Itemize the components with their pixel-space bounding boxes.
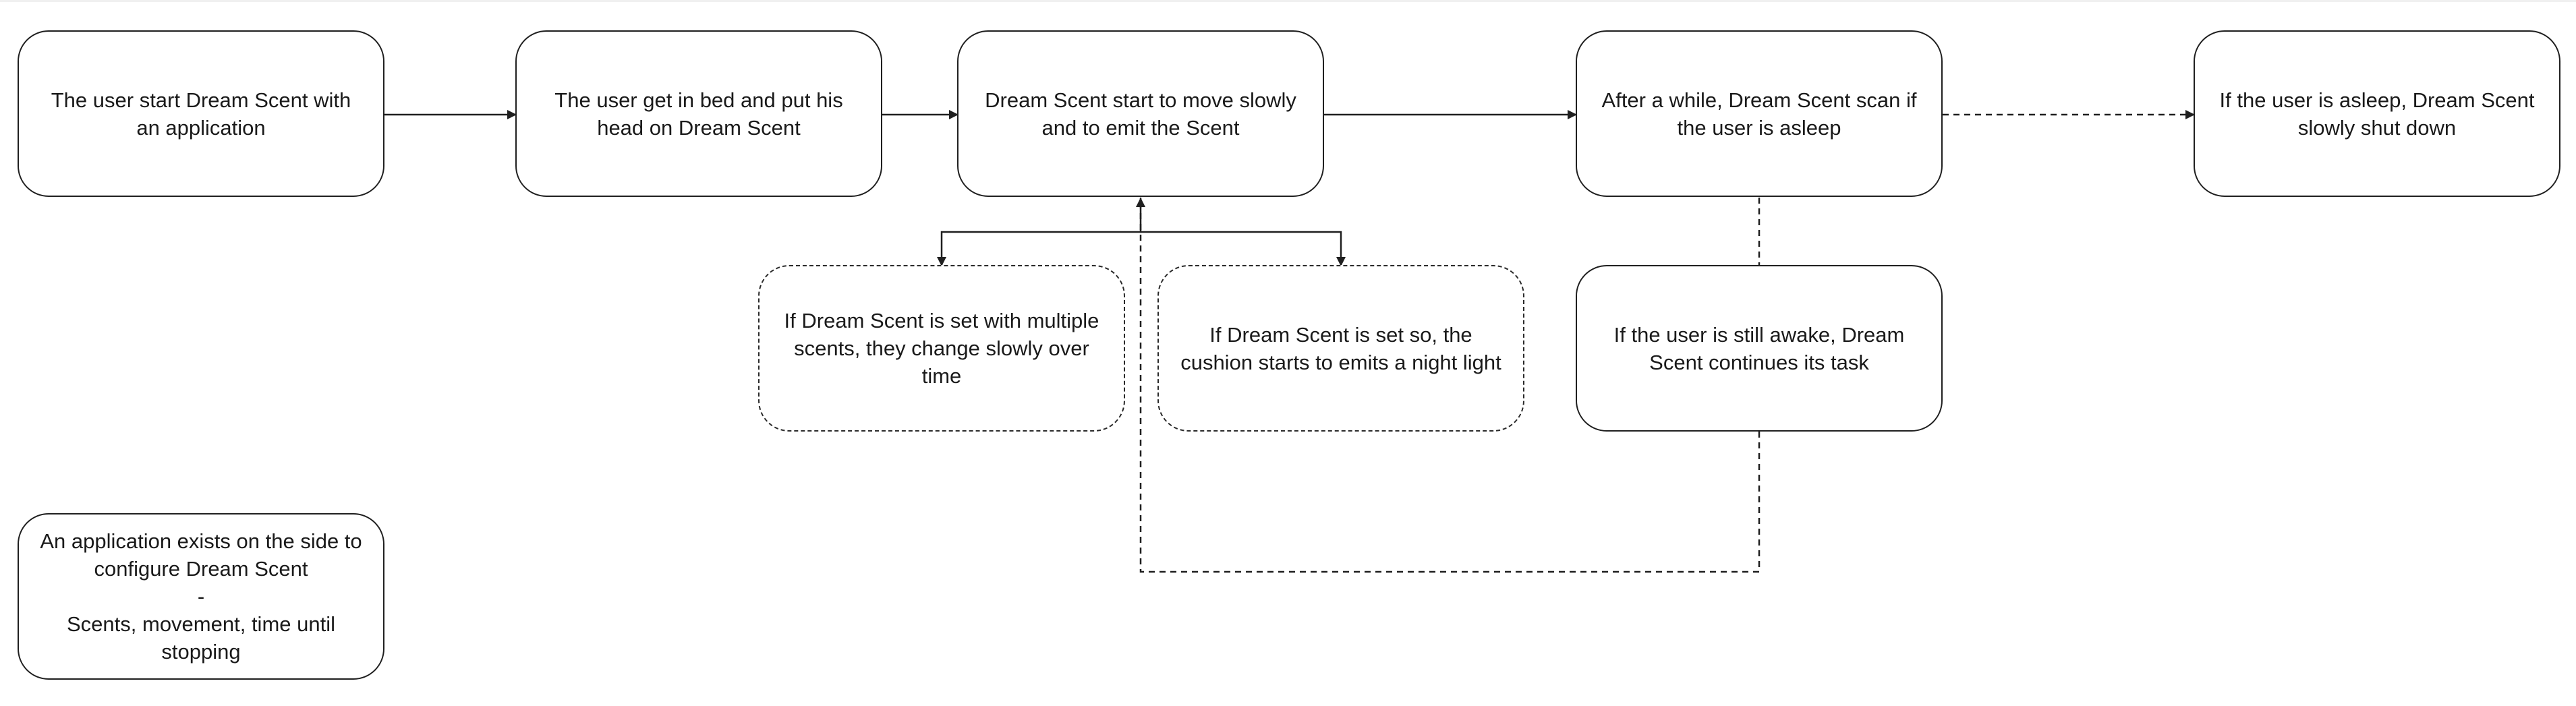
node-app-config: An application exists on the side to con…: [18, 513, 384, 680]
node-app-config-text: An application exists on the side to con…: [40, 529, 362, 664]
node-get-in-bed: The user get in bed and put his head on …: [515, 30, 882, 197]
branch-to-multi-scents: [937, 198, 1142, 266]
branch-to-night-light: [1141, 231, 1346, 266]
node-shut-down-text: If the user is asleep, Dream Scent slowl…: [2219, 88, 2535, 140]
node-get-in-bed-text: The user get in bed and put his head on …: [554, 88, 843, 140]
node-scan-asleep: After a while, Dream Scent scan if the u…: [1576, 30, 1943, 197]
loop-awake-to-move: [1136, 198, 1761, 573]
top-divider: [0, 0, 2576, 2]
node-still-awake-text: If the user is still awake, Dream Scent …: [1613, 322, 1905, 374]
node-move-emit-text: Dream Scent start to move slowly and to …: [985, 88, 1296, 140]
node-start-app: The user start Dream Scent with an appli…: [18, 30, 384, 197]
node-night-light-text: If Dream Scent is set so, the cushion st…: [1180, 322, 1501, 374]
node-multi-scents: If Dream Scent is set with multiple scen…: [758, 265, 1125, 432]
node-multi-scents-text: If Dream Scent is set with multiple scen…: [784, 309, 1099, 388]
node-move-emit: Dream Scent start to move slowly and to …: [957, 30, 1324, 197]
node-scan-asleep-text: After a while, Dream Scent scan if the u…: [1601, 88, 1917, 140]
node-shut-down: If the user is asleep, Dream Scent slowl…: [2194, 30, 2560, 197]
node-start-app-text: The user start Dream Scent with an appli…: [51, 88, 351, 140]
node-night-light: If Dream Scent is set so, the cushion st…: [1157, 265, 1524, 432]
node-still-awake: If the user is still awake, Dream Scent …: [1576, 265, 1943, 432]
